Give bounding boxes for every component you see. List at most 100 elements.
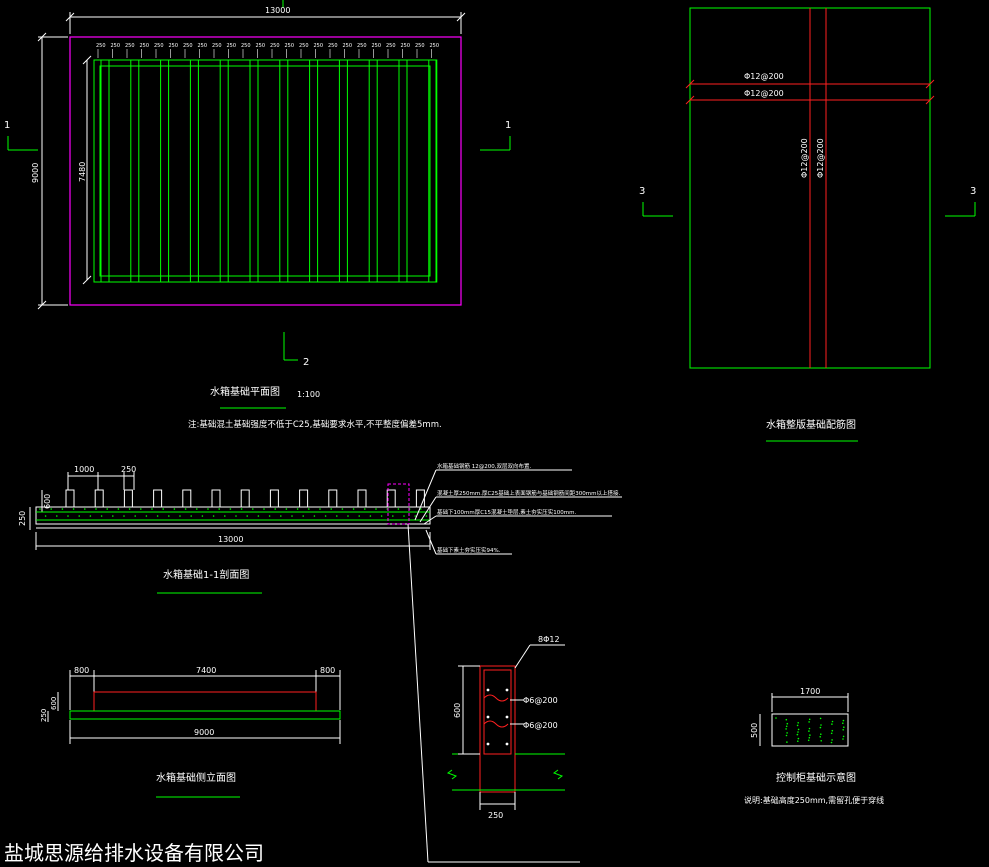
section-rib bbox=[269, 489, 279, 507]
side-dim-9000: 9000 bbox=[194, 728, 214, 737]
hatch-dot bbox=[134, 515, 136, 517]
hatch-dot bbox=[820, 724, 822, 726]
slab-label-vert-2: Φ12@200 bbox=[816, 138, 825, 178]
cabinet-dim-height-label: 500 bbox=[750, 723, 759, 738]
side-dims-top bbox=[69, 670, 341, 710]
section-mark-1-left: 1 bbox=[4, 120, 10, 131]
section-rib bbox=[240, 489, 250, 507]
section-dim-slab: 250 bbox=[18, 511, 27, 526]
hatch-dot bbox=[145, 515, 148, 517]
hatch-dot bbox=[179, 515, 181, 517]
section-callout-4: 基础下素土夯实压实94%. bbox=[437, 546, 501, 554]
plan-rib bbox=[338, 59, 348, 283]
hatch-dot bbox=[808, 721, 810, 723]
section-mark-1-right: 1 bbox=[505, 120, 511, 131]
slab-title: 水箱整版基础配筋图 bbox=[766, 418, 856, 431]
plan-rib bbox=[160, 59, 170, 283]
plan-rib bbox=[100, 59, 110, 283]
hatch-dot bbox=[347, 515, 349, 517]
hatch-dot bbox=[358, 515, 361, 517]
hatch-dot bbox=[786, 741, 788, 743]
hatch-dot bbox=[831, 739, 833, 741]
section-callout-1: 水箱基础钢筋 12@200,双层双向布置. bbox=[437, 462, 531, 470]
hatch-dot bbox=[95, 508, 97, 510]
hatch-dot bbox=[336, 515, 338, 517]
slab-rebars bbox=[685, 8, 935, 368]
plan-rib-width-label: 250 bbox=[169, 43, 179, 49]
plan-title: 水箱基础平面图 bbox=[210, 385, 280, 398]
hatch-dot bbox=[392, 515, 394, 517]
cabinet-view: 1700 500 控制柜基础示意图 说明:基础高度250mm,需留孔便于穿线 bbox=[744, 687, 884, 805]
side-dim-left: 800 bbox=[74, 666, 89, 675]
section-slab bbox=[35, 506, 431, 525]
plan-rib-width-label: 250 bbox=[212, 43, 222, 49]
hatch-dot bbox=[425, 515, 428, 517]
hatch-dot bbox=[78, 515, 80, 517]
hatch-dot bbox=[100, 515, 103, 517]
hatch-dot bbox=[117, 508, 120, 510]
plan-rib-width-label: 250 bbox=[328, 43, 338, 49]
section-rib bbox=[153, 489, 163, 507]
hatch-dot bbox=[280, 515, 282, 517]
hatch-dot bbox=[39, 508, 41, 510]
plan-rib-width-label: 250 bbox=[183, 43, 193, 49]
plan-rib-width-label: 250 bbox=[386, 43, 396, 49]
hatch-dot bbox=[207, 508, 209, 510]
hatch-dot bbox=[797, 731, 799, 733]
plan-rib-width-label: 250 bbox=[299, 43, 309, 49]
slab-label-second: Φ12@200 bbox=[744, 89, 784, 98]
plan-inner-frame-2 bbox=[99, 65, 431, 277]
hatch-dot bbox=[330, 508, 333, 510]
plan-rib-width-label: 250 bbox=[415, 43, 425, 49]
side-dim-total bbox=[69, 720, 341, 744]
section-rib bbox=[386, 489, 396, 507]
plan-rib-width-label: 250 bbox=[198, 43, 208, 49]
plan-rib bbox=[249, 59, 259, 283]
detail-dim-height-label: 600 bbox=[453, 703, 462, 718]
hatch-dot bbox=[820, 733, 822, 735]
plan-rib bbox=[189, 59, 199, 283]
hatch-dot bbox=[420, 508, 422, 510]
hatch-dot bbox=[775, 717, 777, 719]
hatch-dot bbox=[797, 737, 800, 740]
hatch-dot bbox=[842, 719, 845, 722]
detail-dim-height bbox=[458, 665, 480, 755]
section-dim-1000: 1000 bbox=[74, 465, 94, 474]
rib-detail: 8Φ12 Φ6@200 Φ6@200 600 250 bbox=[446, 635, 565, 820]
cabinet-note: 说明:基础高度250mm,需留孔便于穿线 bbox=[744, 795, 884, 805]
section-title: 水箱基础1-1剖面图 bbox=[163, 568, 249, 581]
plan-rib bbox=[219, 59, 229, 283]
plan-rib-width-label: 250 bbox=[343, 43, 353, 49]
plan-rib-width-label: 250 bbox=[111, 43, 121, 49]
plan-rib-width-label: 250 bbox=[227, 43, 237, 49]
hatch-dot bbox=[797, 728, 800, 731]
plan-dim-width bbox=[65, 0, 466, 34]
hatch-dot bbox=[224, 515, 226, 517]
hatch-dot bbox=[56, 515, 58, 517]
side-dim-slab: 250 bbox=[40, 709, 48, 722]
section-dim-250: 250 bbox=[121, 465, 136, 474]
hatch-dot bbox=[785, 728, 787, 730]
side-dims-left bbox=[47, 692, 59, 722]
hatch-dot bbox=[268, 515, 271, 517]
hatch-dot bbox=[61, 508, 64, 510]
hatch-dot bbox=[375, 508, 377, 510]
plan-rib-width-label: 250 bbox=[372, 43, 382, 49]
hatch-dot bbox=[168, 515, 170, 517]
hatch-dot bbox=[67, 515, 69, 517]
hatch-dot bbox=[808, 736, 811, 739]
hatch-dot bbox=[831, 723, 833, 725]
plan-dim-inner bbox=[82, 55, 92, 285]
hatch-dot bbox=[324, 515, 327, 517]
hatch-dot bbox=[140, 508, 142, 510]
hatch-dot bbox=[842, 722, 844, 724]
plan-rib-width-label: 250 bbox=[154, 43, 164, 49]
plan-rib bbox=[428, 59, 438, 283]
company-name: 盐城思源给排水设备有限公司 bbox=[4, 841, 264, 865]
section-rib bbox=[211, 489, 221, 507]
hatch-dot bbox=[218, 508, 220, 510]
hatch-dot bbox=[285, 508, 288, 510]
plan-dim-height bbox=[37, 32, 68, 310]
